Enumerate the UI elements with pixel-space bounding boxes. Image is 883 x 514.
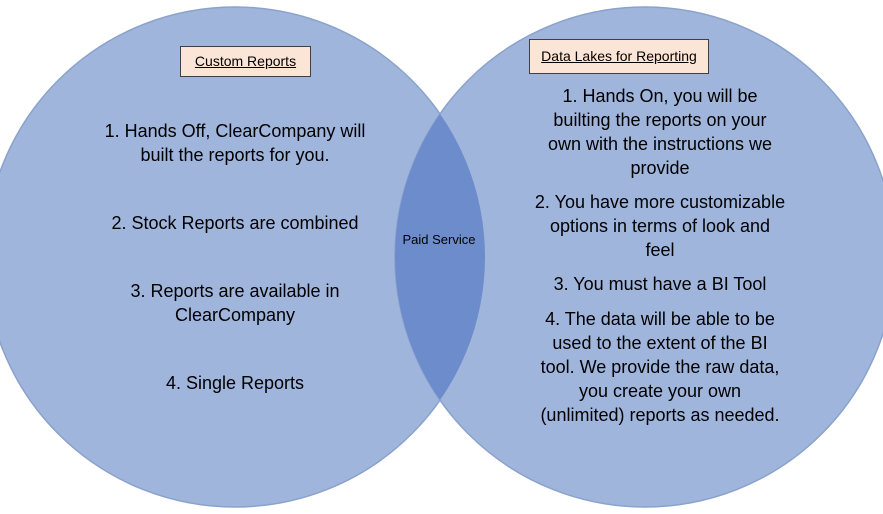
- overlap-label: Paid Service: [402, 232, 476, 247]
- left-item-4: 4. Single Reports: [165, 373, 305, 393]
- right-item-4: 4. The data will be able to be used to t…: [540, 309, 780, 425]
- right-item-3: 3. You must have a BI Tool: [553, 274, 767, 294]
- left-item-3: 3. Reports are available in ClearCompany: [130, 281, 340, 325]
- right-item-2: 2. You have more customizable options in…: [534, 192, 786, 260]
- custom-reports-label: Custom Reports: [180, 46, 311, 77]
- right-item-1: 1. Hands On, you will be builting the re…: [547, 86, 773, 178]
- left-item-1: 1. Hands Off, ClearCompany will built th…: [104, 121, 366, 165]
- left-item-2: 2. Stock Reports are combined: [111, 213, 359, 233]
- data-lakes-label: Data Lakes for Reporting: [529, 39, 709, 74]
